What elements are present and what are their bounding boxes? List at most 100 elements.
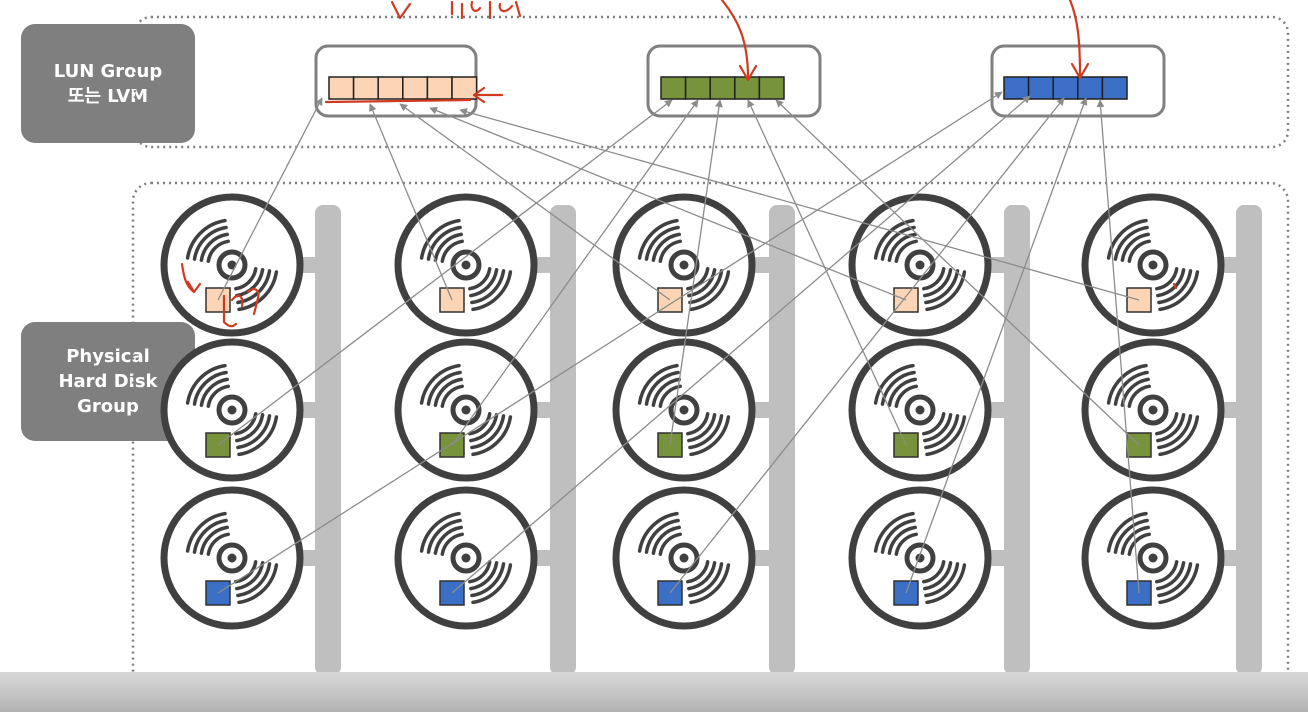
lun-boxes	[314, 44, 1166, 118]
rail-2	[550, 205, 576, 675]
disk-groove	[658, 239, 682, 263]
disk-groove	[887, 377, 917, 407]
disk-groove	[924, 414, 960, 450]
disk-hub	[679, 260, 689, 270]
disk-groove	[1113, 518, 1149, 554]
disk-groove	[873, 511, 915, 553]
disk-c4-r3	[848, 486, 1008, 630]
disk-groove	[880, 518, 916, 554]
disk-groove	[894, 532, 918, 556]
disk-connector	[986, 257, 1008, 273]
disk-groove	[469, 268, 499, 298]
disk-groove	[470, 269, 506, 305]
lun-group-label: LUN Group 또는 LVM	[21, 24, 195, 143]
green-link-1	[217, 99, 673, 446]
disk-groove	[1120, 232, 1150, 262]
rail-1	[315, 205, 341, 675]
blue-link-2	[451, 95, 1031, 594]
disk-c1-r1	[160, 193, 319, 337]
lun-block	[1027, 76, 1054, 100]
green-link-2	[451, 99, 699, 446]
lun-block	[684, 76, 711, 100]
disk-hub	[915, 260, 925, 270]
disk-groove	[880, 225, 916, 261]
disk-hub	[461, 405, 471, 415]
disk-groove	[1106, 218, 1148, 260]
disk-connector	[750, 402, 773, 418]
disk-groove	[470, 562, 506, 598]
disk-hub	[679, 553, 689, 563]
lun-box-green	[646, 44, 822, 118]
disk-hub	[1148, 405, 1158, 415]
disk-groove	[199, 377, 229, 407]
lun-group-frame	[133, 15, 1290, 149]
disk-groove	[1156, 561, 1186, 591]
disk-groove	[688, 269, 724, 305]
disk-groove	[470, 414, 506, 450]
disk-connector	[750, 550, 773, 566]
rail-4	[1004, 205, 1030, 675]
disk-groove	[873, 363, 915, 405]
disk-groove	[1155, 560, 1179, 584]
blue-link-4	[905, 97, 1088, 594]
disk-groove	[426, 370, 462, 406]
disk-groove	[923, 561, 953, 591]
disk-groove	[235, 268, 265, 298]
lun-block	[451, 76, 478, 100]
lun-block	[328, 76, 355, 100]
annotation-arrow-left	[472, 86, 504, 104]
disk-groove	[1158, 563, 1200, 605]
disk-c3-r2	[612, 338, 773, 482]
lun-block	[1101, 76, 1128, 100]
disk-c2-r1	[394, 193, 554, 337]
disk-c2-r2	[394, 338, 554, 482]
annotation-disk-arrow	[180, 262, 202, 294]
disk-groove	[185, 218, 227, 260]
disk-groove	[1157, 562, 1193, 598]
disk-groove	[206, 532, 230, 556]
bottom-bar	[0, 672, 1308, 712]
disk-groove	[192, 370, 228, 406]
disk-groove	[1106, 511, 1148, 553]
green-link-5	[775, 99, 1140, 446]
disk-groove	[237, 270, 279, 312]
blue-link-1	[217, 91, 1003, 594]
disk-c1-r3	[160, 486, 319, 630]
disk-groove	[471, 415, 513, 457]
disk-groove	[419, 218, 461, 260]
lun-box-peach	[314, 44, 478, 118]
disk-c3-r1	[612, 193, 773, 337]
disk-groove	[440, 384, 464, 408]
disk-groove	[236, 414, 272, 450]
disk-groove	[1157, 414, 1193, 450]
disk-groove	[923, 413, 953, 443]
disk-groove	[887, 525, 917, 555]
peach-link-3	[399, 103, 671, 301]
blue-link-5	[1096, 99, 1140, 594]
lun-block	[402, 76, 429, 100]
disk-connector	[532, 257, 554, 273]
disk-groove	[644, 370, 680, 406]
disk-groove	[686, 560, 710, 584]
disk-groove	[651, 232, 681, 262]
disk-c5-r1	[1081, 193, 1240, 337]
green-link-4	[747, 99, 907, 446]
lun-block	[1077, 76, 1104, 100]
green-link-3	[669, 99, 723, 446]
disk-groove	[894, 239, 918, 263]
disk-groove	[1158, 415, 1200, 457]
disk-hub	[227, 405, 237, 415]
disk-groove	[440, 532, 464, 556]
peach-link-4	[429, 107, 907, 301]
lun-block	[660, 76, 687, 100]
disk-c4-r1	[848, 193, 1008, 337]
disk-groove	[1157, 269, 1193, 305]
disk-groove	[873, 218, 915, 260]
disk-groove	[1120, 525, 1150, 555]
disk-groove	[1158, 270, 1200, 312]
disk-groove	[1155, 267, 1179, 291]
disk-groove	[185, 511, 227, 553]
disk-connector	[986, 550, 1008, 566]
disk-c1-r2	[160, 338, 319, 482]
disk-groove	[234, 267, 258, 291]
